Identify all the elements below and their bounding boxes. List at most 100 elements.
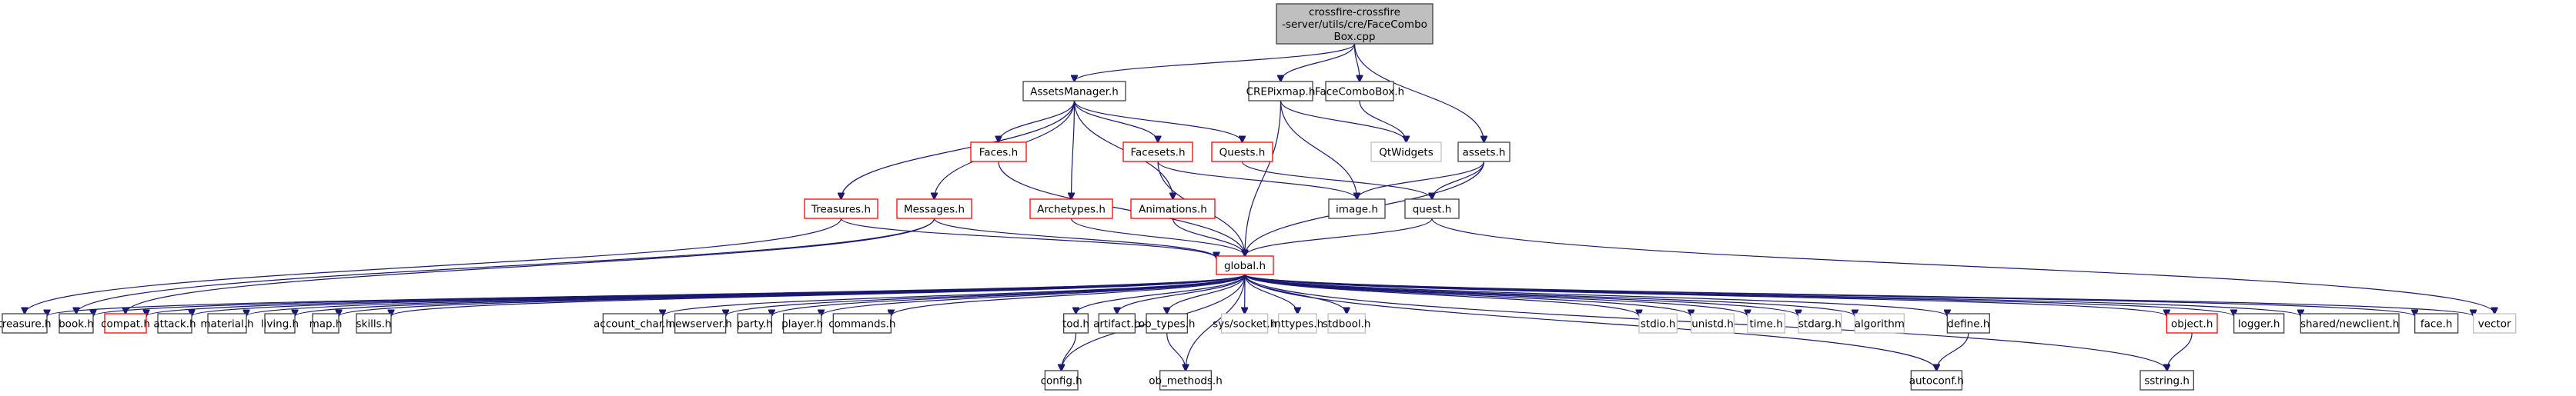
- node-box: [1216, 255, 1274, 275]
- edges-layer: [25, 43, 2494, 371]
- node-stdarg[interactable]: stdarg.h: [1798, 313, 1842, 334]
- node-image[interactable]: image.h: [1328, 198, 1386, 219]
- node-root[interactable]: crossfire-crossfire-server/utils/cre/Fac…: [1276, 3, 1434, 45]
- edge-global-to-tod: [1076, 274, 1246, 314]
- node-face[interactable]: face.h: [2414, 313, 2459, 334]
- node-compat[interactable]: compat.h: [101, 313, 150, 334]
- node-time[interactable]: time.h: [1747, 313, 1785, 334]
- node-define[interactable]: define.h: [1946, 313, 1990, 334]
- node-crepixmap[interactable]: CREPixmap.h: [1246, 81, 1316, 101]
- node-label: logger.h: [2238, 318, 2280, 331]
- node-box: [1211, 141, 1273, 162]
- node-map[interactable]: map.h: [309, 313, 343, 334]
- node-treasure[interactable]: treasure.h: [0, 313, 52, 334]
- node-facesets[interactable]: Facesets.h: [1122, 141, 1193, 162]
- node-sys-socket[interactable]: sys/socket.h: [1213, 313, 1276, 334]
- node-box: [2, 313, 48, 334]
- node-artifact[interactable]: artifact.h: [1093, 313, 1141, 334]
- node-stdio[interactable]: stdio.h: [1638, 313, 1678, 334]
- edge-messages-to-global: [933, 218, 1217, 258]
- node-object[interactable]: object.h: [2166, 313, 2218, 334]
- node-box: [1098, 313, 1136, 334]
- node-book[interactable]: book.h: [59, 313, 94, 334]
- node-assetsmanager[interactable]: AssetsManager.h: [1022, 81, 1126, 101]
- node-box: [2166, 313, 2218, 334]
- edge-global-to-object: [1244, 274, 2166, 316]
- node-material[interactable]: material.h: [200, 313, 254, 334]
- node-player[interactable]: player.h: [781, 313, 823, 334]
- node-box: [1638, 313, 1678, 334]
- node-box: [1159, 370, 1212, 391]
- node-inttypes[interactable]: inttypes.h: [1272, 313, 1324, 334]
- node-box: [1327, 313, 1366, 334]
- node-newclient[interactable]: shared/newclient.h: [2300, 313, 2400, 334]
- node-living[interactable]: living.h: [261, 313, 299, 334]
- node-tod[interactable]: tod.h: [1062, 313, 1089, 334]
- node-algorithm[interactable]: algorithm: [1854, 313, 1905, 334]
- node-label: QtWidgets: [1379, 147, 1434, 159]
- node-label: ob_methods.h: [1149, 375, 1223, 388]
- node-box: [2139, 370, 2194, 391]
- node-label: crossfire-crossfire: [1309, 6, 1400, 18]
- node-label: tod.h: [1062, 318, 1089, 331]
- edge-tod-to-config: [1062, 332, 1077, 371]
- node-vector[interactable]: vector: [2473, 313, 2517, 334]
- node-ob-types[interactable]: ob_types.h: [1139, 313, 1196, 334]
- node-box: [157, 313, 192, 334]
- node-box: [1854, 313, 1905, 334]
- node-commands[interactable]: commands.h: [828, 313, 895, 334]
- node-label: newserver.h: [669, 318, 732, 331]
- node-assets[interactable]: assets.h: [1457, 141, 1510, 162]
- node-logger[interactable]: logger.h: [2233, 313, 2285, 334]
- node-quest[interactable]: quest.h: [1404, 198, 1460, 219]
- edge-global-to-commands: [891, 274, 1246, 316]
- node-party[interactable]: party.h: [737, 313, 773, 334]
- node-account-char[interactable]: account_char.h: [594, 313, 672, 334]
- node-label: autoconf.h: [1909, 375, 1964, 388]
- node-config[interactable]: config.h: [1041, 370, 1082, 391]
- edge-root-to-assets: [1353, 43, 1484, 142]
- node-faces[interactable]: Faces.h: [970, 141, 1027, 162]
- node-newserver[interactable]: newserver.h: [669, 313, 732, 334]
- edge-faces-to-global: [998, 161, 1245, 256]
- node-qtwidgets[interactable]: QtWidgets: [1370, 141, 1442, 162]
- node-skills[interactable]: skills.h: [356, 313, 392, 334]
- node-messages[interactable]: Messages.h: [896, 198, 972, 219]
- edge-global-to-newclient: [1244, 274, 2300, 316]
- edge-crepixmap-to-image: [1280, 100, 1357, 199]
- node-box: [1278, 313, 1317, 334]
- node-box: [674, 313, 727, 334]
- edge-global-to-ob_types: [1167, 274, 1246, 314]
- node-ob-methods[interactable]: ob_methods.h: [1149, 370, 1223, 391]
- node-global[interactable]: global.h: [1216, 255, 1274, 275]
- node-autoconf[interactable]: autoconf.h: [1909, 370, 1964, 391]
- node-animations[interactable]: Animations.h: [1130, 198, 1216, 219]
- node-label: sys/socket.h: [1213, 318, 1276, 331]
- node-archetypes[interactable]: Archetypes.h: [1029, 198, 1113, 219]
- node-label: account_char.h: [594, 318, 672, 331]
- node-quests[interactable]: Quests.h: [1211, 141, 1273, 162]
- node-label: global.h: [1224, 260, 1266, 272]
- node-box: [2233, 313, 2285, 334]
- edge-global-to-party: [771, 274, 1246, 316]
- node-box: [1221, 313, 1269, 334]
- node-label: stdarg.h: [1798, 318, 1842, 331]
- node-box: [1328, 198, 1386, 219]
- node-label: FaceComboBox.h: [1315, 86, 1404, 98]
- edge-assetsmanager-to-quests: [1073, 100, 1243, 142]
- edge-object-to-sstring: [2167, 332, 2193, 371]
- node-box: [737, 313, 772, 334]
- node-stdbool[interactable]: stdbool.h: [1323, 313, 1371, 334]
- node-label: face.h: [2420, 318, 2453, 331]
- edge-messages-to-book: [76, 218, 935, 314]
- edge-global-to-ob_methods: [1186, 274, 1246, 371]
- node-treasures[interactable]: Treasures.h: [804, 198, 878, 219]
- node-box: [1457, 141, 1510, 162]
- node-facecomboboxh[interactable]: FaceComboBox.h: [1315, 81, 1404, 101]
- node-box: [1798, 313, 1842, 334]
- edge-quest-to-vector: [1431, 218, 2494, 314]
- node-sstring[interactable]: sstring.h: [2139, 370, 2194, 391]
- node-unistd[interactable]: unistd.h: [1691, 313, 1735, 334]
- node-attack[interactable]: attack.h: [153, 313, 196, 334]
